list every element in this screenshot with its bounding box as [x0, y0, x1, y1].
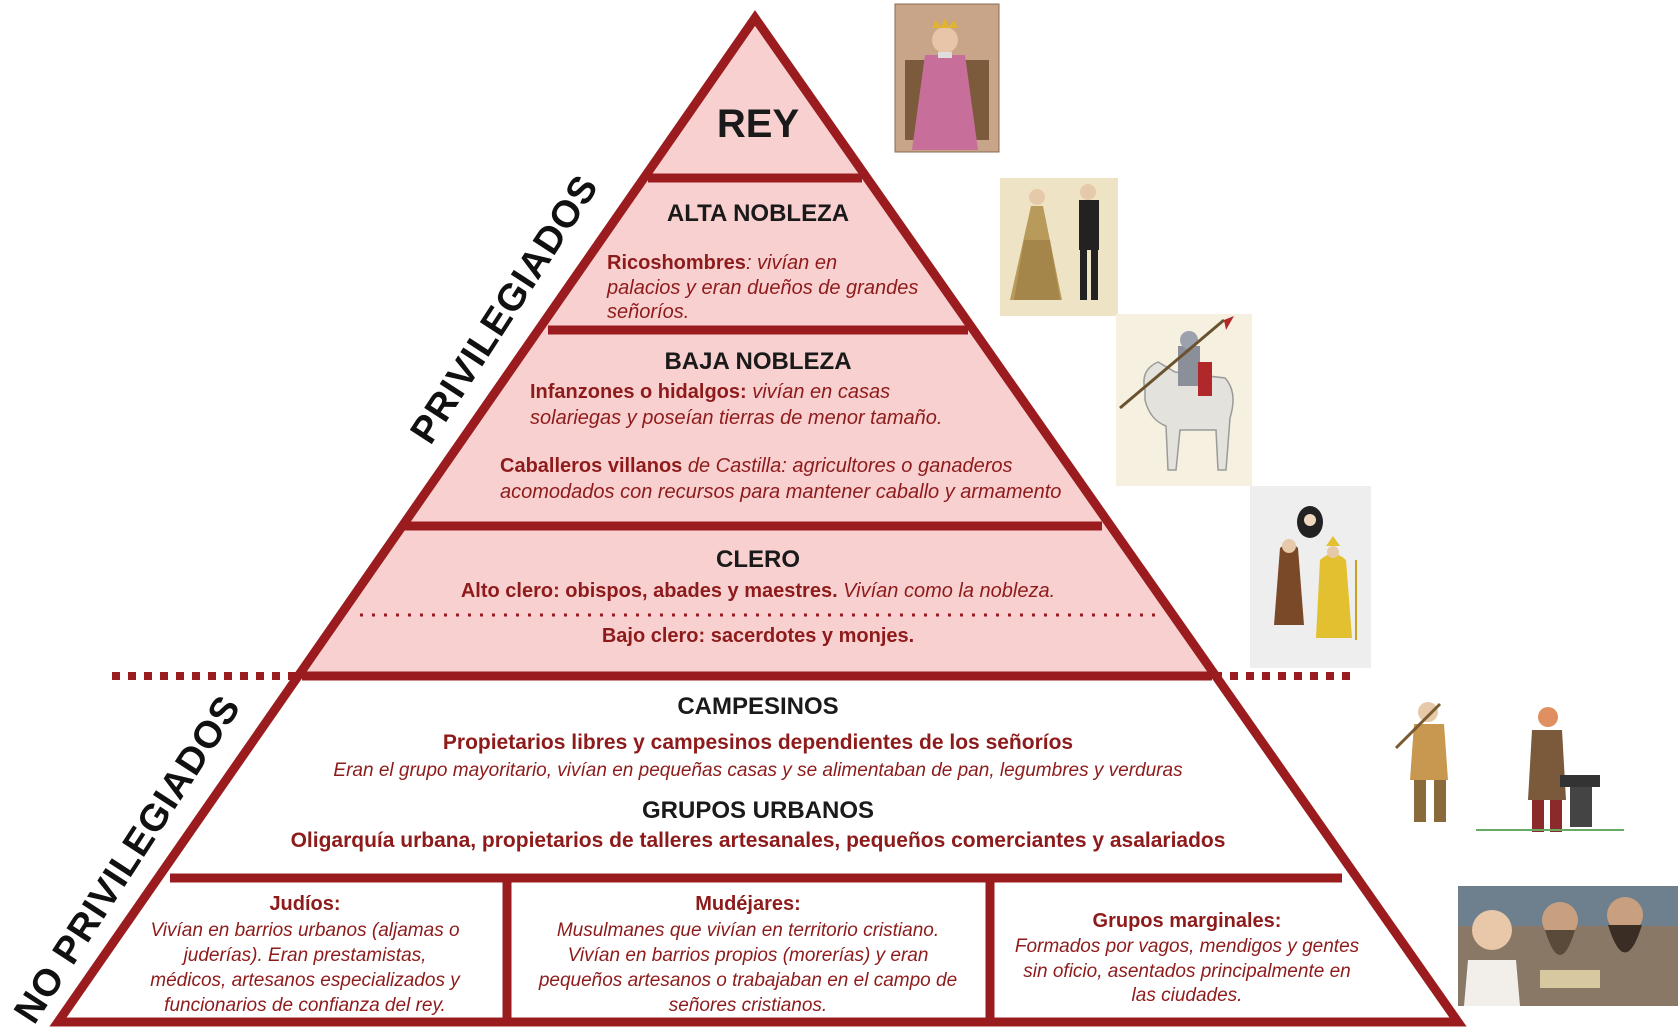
peasant-and-blacksmith-image [1394, 702, 1624, 832]
marginales-line-2: sin oficio, asentados principalmente en [1023, 961, 1350, 982]
rey-title: REY [717, 102, 800, 146]
judios-title: Judíos: [269, 893, 340, 915]
alta-nobleza-line-3: señoríos. [607, 301, 689, 323]
mudejares-title: Mudéjares: [695, 893, 801, 915]
campesinos-text: Eran el grupo mayoritario, vivían en peq… [333, 760, 1183, 781]
infanzones-line-1: Infanzones o hidalgos: vivían en casas [530, 381, 890, 403]
grupos-urbanos-text: Oligarquía urbana, propietarios de talle… [291, 829, 1226, 852]
alta-nobleza-line-1: Ricoshombres: vivían en [607, 252, 837, 274]
king-portrait-image [894, 3, 1000, 153]
privileged-fill [302, 18, 1212, 676]
nobles-couple-image [1000, 178, 1118, 316]
mudejares-line-4: señores cristianos. [669, 995, 827, 1016]
knight-on-horse-image [1116, 314, 1252, 486]
caballeros-line-2: acomodados con recursos para mantener ca… [500, 481, 1061, 503]
mudejares-line-2: Vivían en barrios propios (morerías) y e… [568, 945, 929, 966]
pyramid-outline [49, 10, 1467, 1027]
alto-clero-line: Alto clero: obispos, abades y maestres. … [461, 580, 1055, 602]
caballeros-line-1: Caballeros villanos de Castilla: agricul… [500, 455, 1012, 477]
campesinos-title: CAMPESINOS [677, 693, 838, 720]
baja-nobleza-title: BAJA NOBLEZA [664, 348, 851, 375]
marginales-line-1: Formados por vagos, mendigos y gentes [1015, 936, 1360, 957]
alta-nobleza-title: ALTA NOBLEZA [667, 200, 849, 227]
non-privileged-fill [58, 676, 1458, 1022]
clergy-figures-image [1250, 486, 1371, 668]
marginales-line-3: las ciudades. [1132, 985, 1243, 1006]
campesinos-subtitle: Propietarios libres y campesinos dependi… [443, 731, 1073, 754]
infanzones-line-2: solariegas y poseían tierras de menor ta… [530, 407, 942, 429]
jewish-group-image [1458, 886, 1678, 1006]
judios-line-4: funcionarios de confianza del rey. [164, 995, 446, 1016]
bajo-clero-line: Bajo clero: sacerdotes y monjes. [602, 625, 914, 647]
mudejares-line-1: Musulmanes que vivían en territorio cris… [557, 920, 939, 941]
judios-line-3: médicos, artesanos especializados y [150, 970, 461, 991]
judios-line-2: juderías). Eran prestamistas, [181, 945, 427, 966]
alta-nobleza-line-2: palacios y eran dueños de grandes [606, 277, 918, 299]
grupos-urbanos-title: GRUPOS URBANOS [642, 797, 874, 824]
clero-title: CLERO [716, 546, 800, 573]
marginales-title: Grupos marginales: [1093, 910, 1282, 932]
judios-line-1: Vivían en barrios urbanos (aljamas o [150, 920, 459, 941]
mudejares-line-3: pequeños artesanos o trabajaban en el ca… [538, 970, 957, 991]
